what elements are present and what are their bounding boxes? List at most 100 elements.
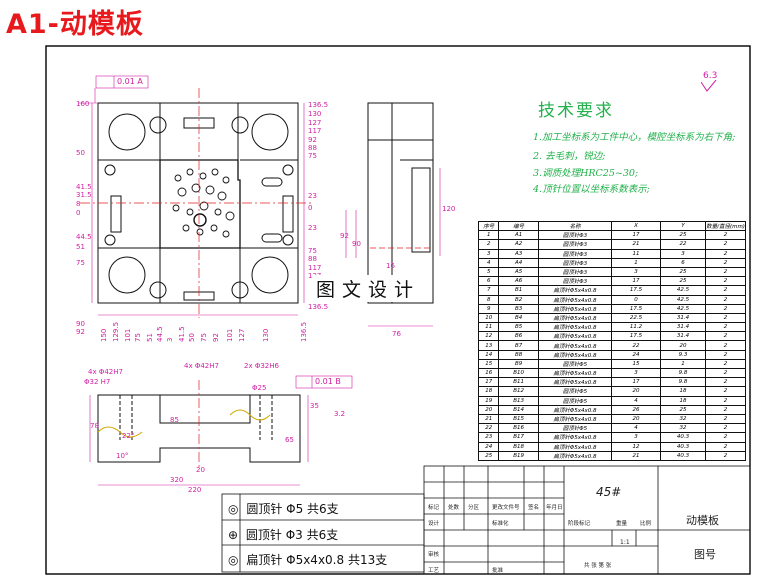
roughness-symbol: 6.3	[701, 71, 718, 92]
table-cell: 42.5	[659, 285, 707, 296]
table-cell: 4	[611, 423, 661, 434]
table-cell: 圆顶针Φ3	[537, 276, 613, 287]
table-cell: 10	[477, 312, 500, 324]
table-cell: 9.8	[659, 367, 707, 379]
table-cell: 12	[611, 441, 661, 452]
title-block-label: 年月日	[546, 505, 563, 511]
title-block-label: 工艺	[428, 568, 440, 574]
table-cell: 3	[659, 248, 707, 259]
table-cell: 圆顶针Φ3	[537, 266, 613, 278]
table-cell: 扁顶针Φ5x4x0.8	[537, 285, 613, 296]
table-cell: 17.5	[611, 285, 661, 296]
table-cell: 17	[477, 377, 500, 388]
scale-value: 1:1	[620, 539, 630, 546]
table-cell: B6	[498, 331, 539, 342]
table-cell: 3	[611, 432, 661, 443]
table-cell: 扁顶针Φ5x4x0.8	[537, 312, 613, 324]
table-cell: 25	[477, 450, 500, 461]
table-cell: 19	[477, 395, 500, 406]
dim-front-label: 320	[170, 476, 184, 484]
table-cell: 扁顶针Φ5x4x0.8	[537, 303, 613, 314]
table-cell: B5	[498, 322, 539, 333]
table-cell: 圆顶针Φ5	[537, 423, 613, 434]
part-name: 动模板	[686, 514, 719, 527]
dim-section-label: 92	[340, 232, 349, 240]
tech-requirements-title: 技术要求	[538, 101, 614, 121]
dim-left-label: 8	[76, 200, 81, 208]
table-cell: A3	[498, 248, 539, 259]
table-cell: 2	[705, 404, 746, 415]
dim-bottom-label: 75	[134, 333, 142, 342]
table-cell: 11	[477, 322, 500, 333]
table-cell: 22	[477, 423, 500, 434]
dim-bottom-label: 127	[238, 328, 246, 342]
dim-bottom-label: 3	[166, 337, 174, 342]
dim-right-label: 136.5	[308, 303, 329, 311]
guide-hole-bl	[108, 256, 146, 294]
table-cell: 17	[611, 230, 661, 241]
dim-left-label: 90	[76, 320, 85, 328]
table-cell: 2	[705, 322, 746, 333]
dim-front-label: 10°	[116, 452, 129, 460]
dim-bottom-label: 44.5	[156, 326, 164, 342]
title-block-label: 标记	[428, 505, 440, 511]
table-cell: B12	[498, 386, 539, 397]
table-cell: 26	[611, 404, 661, 415]
table-cell: 9.3	[659, 349, 707, 360]
title-block-label: 更改文件号	[492, 505, 520, 511]
dim-bottom-label: 41.5	[178, 326, 186, 342]
table-cell: 3	[611, 367, 661, 379]
table-cell: A1	[498, 230, 539, 241]
table-cell: B17	[498, 432, 539, 443]
table-cell: A2	[498, 239, 539, 250]
roughness-value: 6.3	[703, 71, 718, 81]
table-cell: B1	[498, 285, 539, 296]
tech-requirement-2: 2. 去毛刺，锐边;	[533, 151, 606, 162]
dim-left-label: 75	[76, 259, 85, 267]
table-header-cell: 编号	[498, 220, 539, 232]
table-cell: B19	[498, 450, 539, 461]
table-cell: 40.3	[659, 441, 707, 452]
table-cell: 42.5	[659, 303, 707, 314]
table-cell: 22	[611, 340, 661, 351]
table-cell: 11.2	[611, 322, 661, 333]
table-cell: 9	[477, 303, 500, 314]
table-cell: 2	[705, 294, 746, 305]
flat-pin-icon: ◎	[228, 553, 239, 567]
table-cell: 扁顶针Φ5x4x0.8	[537, 340, 613, 351]
title-block-label: 阶段标记	[568, 521, 591, 527]
table-cell: 20	[611, 386, 661, 397]
table-cell: 4	[477, 257, 500, 268]
table-cell: B15	[498, 413, 539, 425]
table-cell: A5	[498, 266, 539, 278]
title-block-label: 分区	[468, 505, 480, 511]
dim-bottom-label: 75	[200, 333, 208, 342]
dim-front-label: 78	[90, 422, 99, 430]
table-cell: 扁顶针Φ5x4x0.8	[537, 349, 613, 360]
table-cell: 5	[477, 266, 500, 278]
table-cell: 24	[477, 441, 500, 452]
plan-dimensions	[78, 75, 305, 316]
table-cell: 0	[611, 294, 661, 305]
tolerance-frame-b	[295, 375, 353, 389]
table-cell: 2	[705, 377, 746, 388]
dim-front-label: 2x Φ32H6	[244, 362, 279, 370]
drawing-number-label: 图号	[694, 548, 716, 561]
table-cell: 2	[705, 331, 746, 342]
round-pin-icon: ◎	[228, 502, 239, 516]
dim-right-label: 92	[308, 136, 317, 144]
table-cell: B8	[498, 349, 539, 360]
table-cell: 扁顶针Φ5x4x0.8	[537, 294, 613, 305]
title-block-label: 共 张 第 张	[584, 563, 612, 569]
table-cell: 18	[659, 386, 707, 397]
tolerance-b-label: 0.01 B	[315, 377, 341, 386]
